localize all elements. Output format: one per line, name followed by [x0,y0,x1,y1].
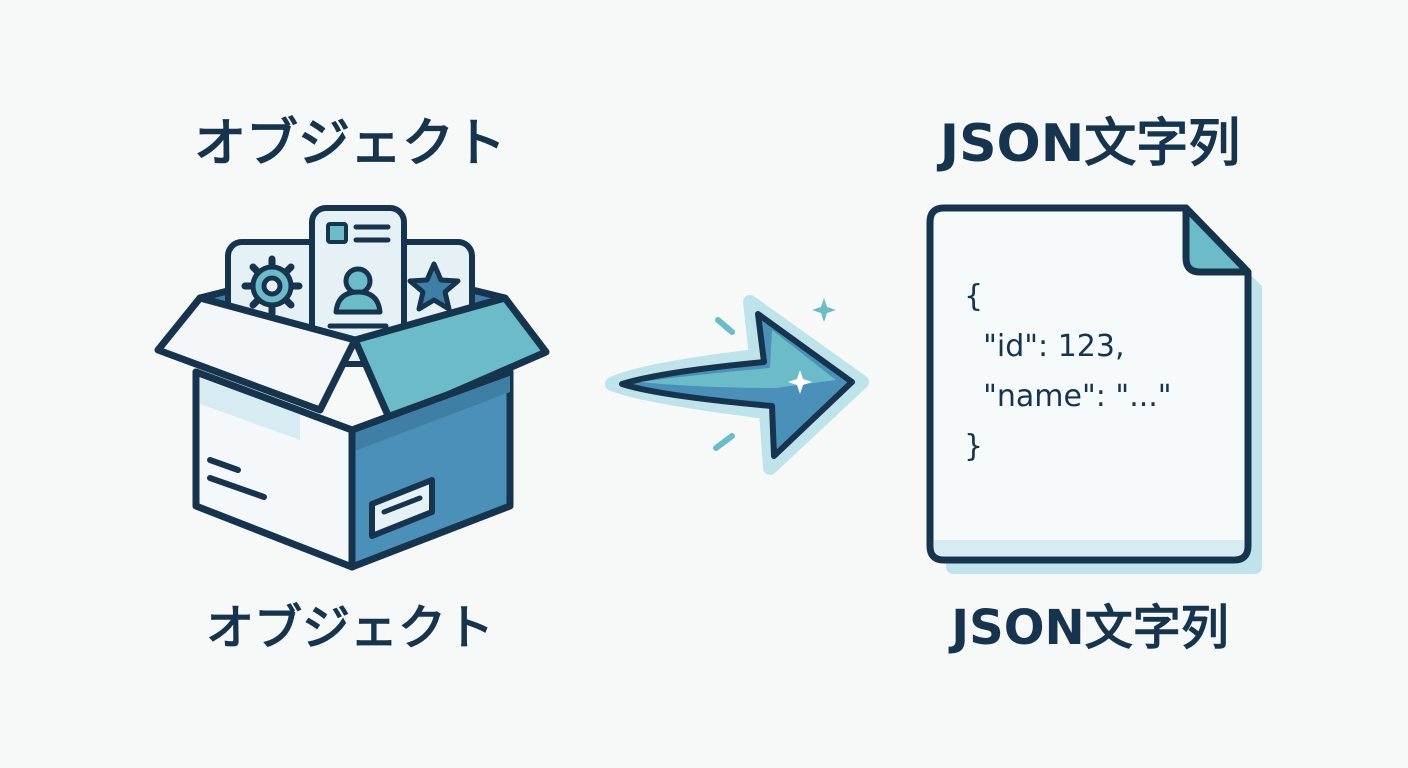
object-caption: オブジェクト [205,600,494,656]
code-line: } [964,429,984,464]
star-icon [407,261,461,312]
code-line: { [964,279,984,314]
json-code-block: { "id": 123, "name": "..." } [964,272,1234,502]
user-profile-icon [333,266,383,315]
open-box-icon [154,205,550,571]
gear-icon [241,255,303,317]
code-line: "name": "..." [964,379,1172,414]
object-title: オブジェクト [193,114,506,174]
code-line: "id": 123, [964,329,1125,364]
document-icon [926,204,1262,574]
json-string-title: JSON文字列 [939,114,1241,174]
json-string-caption: JSON文字列 [951,600,1229,656]
right-arrow-icon [605,295,869,475]
